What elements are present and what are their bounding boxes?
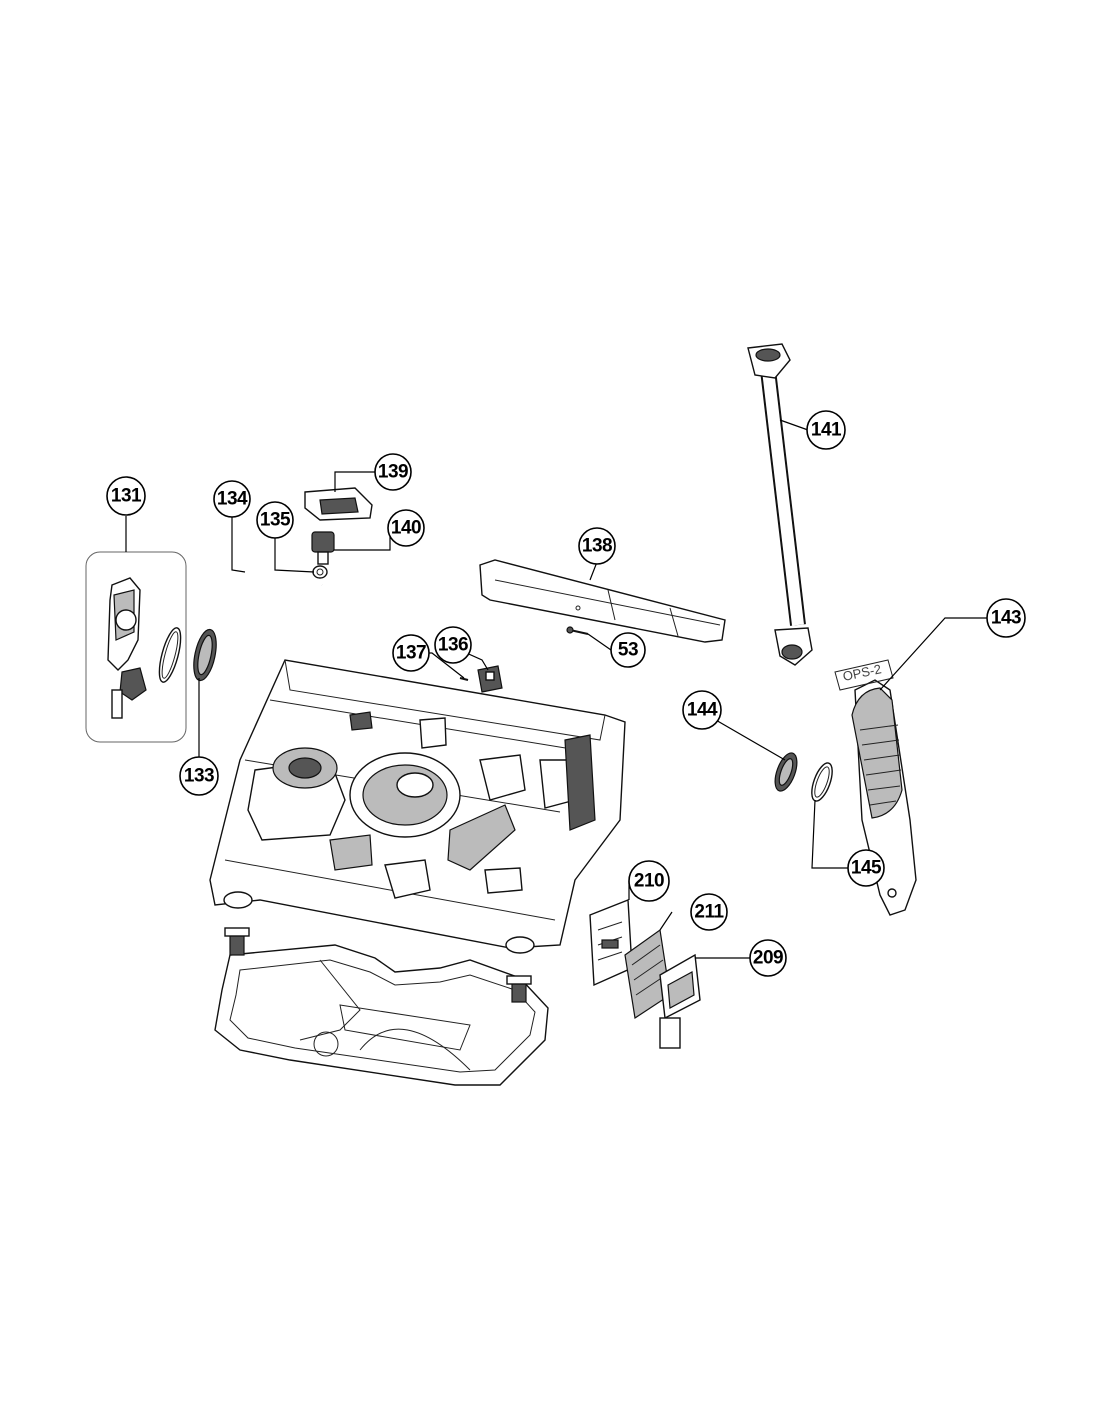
callout-141: 141 xyxy=(806,410,846,450)
svg-text:137: 137 xyxy=(396,643,426,664)
callout-133: 133 xyxy=(179,756,219,796)
svg-text:211: 211 xyxy=(694,902,724,923)
svg-text:143: 143 xyxy=(991,608,1021,629)
svg-text:141: 141 xyxy=(811,420,842,441)
part-134-hose xyxy=(236,569,326,601)
svg-text:145: 145 xyxy=(851,858,882,879)
part-210-control-board xyxy=(589,898,633,987)
svg-text:210: 210 xyxy=(634,871,664,892)
part-143-side-panel: OPS-2 xyxy=(834,659,917,916)
part-209-module xyxy=(659,953,701,1049)
svg-text:209: 209 xyxy=(753,948,783,969)
callout-131: 131 xyxy=(106,476,146,516)
svg-text:138: 138 xyxy=(582,536,612,557)
callout-136: 136 xyxy=(434,626,472,664)
svg-text:140: 140 xyxy=(391,518,421,539)
svg-text:53: 53 xyxy=(618,640,638,661)
main-base-frame xyxy=(209,659,626,954)
callout-145: 145 xyxy=(847,849,885,887)
part-145-ring xyxy=(811,762,833,802)
svg-text:144: 144 xyxy=(687,700,718,721)
svg-text:139: 139 xyxy=(378,462,408,483)
part-133-seal-ring xyxy=(193,628,217,682)
part-140-valve xyxy=(311,531,335,565)
part-139-bracket xyxy=(304,487,373,521)
callout-209: 209 xyxy=(749,939,787,977)
part-141-spray-tube xyxy=(747,343,813,666)
part-136-switch xyxy=(477,665,503,693)
svg-text:135: 135 xyxy=(260,510,291,531)
svg-text:136: 136 xyxy=(438,635,468,656)
callout-134: 134 xyxy=(213,480,251,518)
callout-135: 135 xyxy=(256,501,294,539)
part-131-filter-assembly xyxy=(85,551,187,743)
callout-137: 137 xyxy=(392,634,430,672)
svg-text:131: 131 xyxy=(111,486,142,507)
svg-text:133: 133 xyxy=(184,766,214,787)
callout-144: 144 xyxy=(682,690,722,730)
part-53-screw xyxy=(566,626,589,635)
callout-53: 53 xyxy=(610,632,646,668)
base-plate xyxy=(214,927,549,1086)
part-144-ring xyxy=(774,752,798,792)
callout-210: 210 xyxy=(628,860,670,902)
callout-140: 140 xyxy=(387,509,425,547)
callout-211: 211 xyxy=(690,893,728,931)
callout-143: 143 xyxy=(986,598,1026,638)
part-135-clip xyxy=(312,565,328,579)
callout-138: 138 xyxy=(578,527,616,565)
part-138-toe-kick-bar xyxy=(479,559,726,643)
callout-139: 139 xyxy=(374,453,412,491)
part-137-screw xyxy=(459,677,469,681)
svg-text:134: 134 xyxy=(217,489,248,510)
